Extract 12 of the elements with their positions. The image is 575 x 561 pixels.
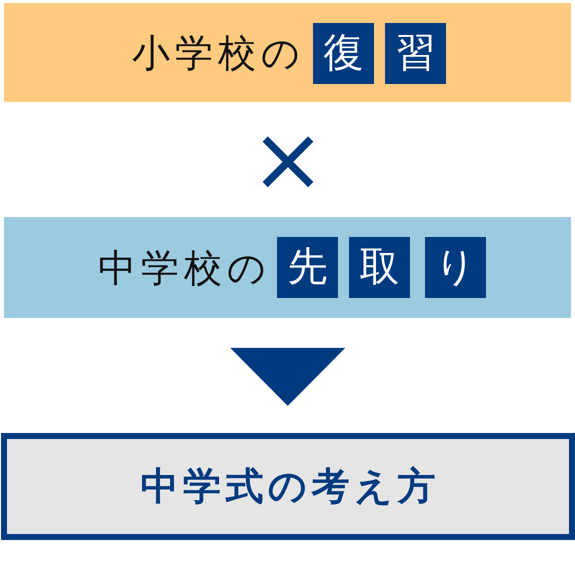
- character-tile: 習: [385, 23, 446, 84]
- heading-band: [4, 3, 571, 102]
- heading-text: 中学校の: [98, 249, 271, 287]
- heading-text: 小学校の: [132, 34, 305, 72]
- multiply-sign: ×: [249, 112, 327, 208]
- result-box: 中学式の考え方: [1, 433, 575, 540]
- character-tile: 取: [349, 237, 410, 298]
- heading-band: [4, 217, 571, 318]
- character-tile: 先: [277, 237, 338, 298]
- character-tile: り: [425, 237, 486, 298]
- character-tile: 復: [313, 23, 374, 84]
- down-arrow: [230, 348, 346, 406]
